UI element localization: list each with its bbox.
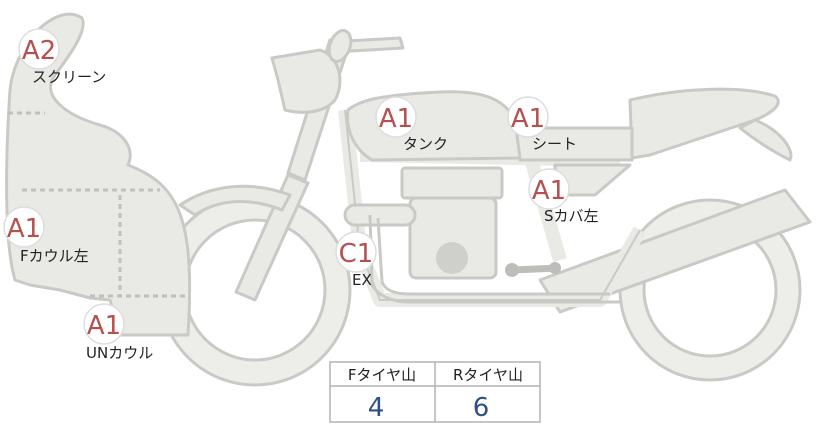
badge-code: A2 <box>22 36 56 66</box>
badge-circle <box>83 303 125 345</box>
badge-side-cover: A1 Sカバ左 <box>528 168 599 225</box>
badge-code: A1 <box>511 104 545 134</box>
badge-under-cowl: A1 UNカウル <box>83 303 153 362</box>
front-cowl <box>5 12 192 337</box>
engine <box>343 166 561 280</box>
badge-circle <box>375 96 417 138</box>
mirror <box>327 29 353 63</box>
badge-code: A1 <box>379 104 413 134</box>
badge-circle <box>528 168 570 210</box>
badge-code: A1 <box>87 311 121 341</box>
rear-tire-header: Rタイヤ山 <box>453 366 523 384</box>
part-label: タンク <box>403 135 448 153</box>
frame-outline <box>344 109 641 301</box>
badge-screen: A2 スクリーン <box>18 28 106 86</box>
motorcycle-illustration <box>5 12 812 387</box>
tail-cowl <box>628 87 780 160</box>
badge-circle <box>507 96 549 138</box>
headlight <box>270 48 342 114</box>
tire-tread-table: Fタイヤ山 Rタイヤ山 4 6 <box>329 361 541 423</box>
badge-front-cowl: A1 Fカウル左 <box>3 206 89 265</box>
part-label: Fカウル左 <box>20 247 89 265</box>
badge-code: C1 <box>339 239 374 269</box>
rear-tire-value: 6 <box>473 393 490 423</box>
part-label: シート <box>532 135 577 153</box>
part-label: スクリーン <box>32 68 106 86</box>
exhaust-pipe <box>368 214 620 304</box>
front-tire-value: 4 <box>368 393 385 423</box>
badge-exhaust: C1 EX <box>335 231 377 289</box>
part-label: UNカウル <box>86 344 153 362</box>
front-fork <box>234 173 310 302</box>
cowl-seams <box>8 111 188 298</box>
badge-circle <box>3 206 45 248</box>
badge-code: A1 <box>532 176 566 206</box>
front-fender <box>178 184 292 217</box>
badge-tank: A1 タンク <box>375 96 448 153</box>
part-label: Sカバ左 <box>544 207 599 225</box>
front-tire-header: Fタイヤ山 <box>348 366 416 384</box>
badge-code: A1 <box>7 214 41 244</box>
part-label: EX <box>352 271 372 289</box>
badge-circle <box>18 28 60 70</box>
badge-circle <box>335 231 377 273</box>
badge-seat: A1 シート <box>507 96 577 153</box>
rear-fender <box>738 118 793 162</box>
